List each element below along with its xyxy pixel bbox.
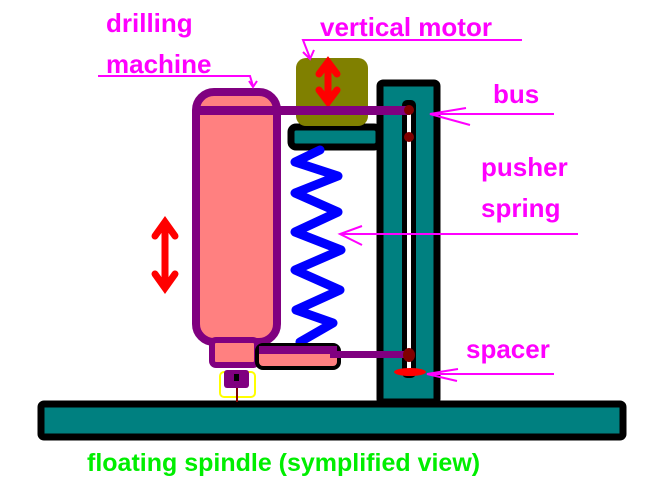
lower-pivot bbox=[403, 348, 415, 362]
drilling-machine-label-line1: drilling bbox=[106, 8, 193, 38]
drilling-machine-leader-arrow-icon bbox=[248, 80, 258, 89]
upper-pivot bbox=[404, 105, 414, 115]
spring-top-plate bbox=[287, 123, 383, 151]
motor-double-arrow-icon bbox=[315, 56, 341, 108]
spring-base-arm-border bbox=[259, 346, 337, 354]
vertical-motor-leader-arrow-icon bbox=[302, 49, 315, 61]
drill-chuck-window bbox=[234, 374, 239, 381]
pusher-spring-label-line2: spring bbox=[481, 193, 560, 223]
spacer-label: spacer bbox=[466, 334, 550, 364]
column-slot-guide bbox=[407, 108, 411, 370]
lower-bus-arm bbox=[330, 351, 410, 358]
spindle-nose bbox=[209, 337, 260, 368]
drilling-machine-body bbox=[192, 88, 281, 346]
spacer bbox=[394, 368, 426, 376]
pusher-spring-leader-arrow-icon bbox=[337, 225, 363, 246]
vertical-motor-label: vertical motor bbox=[320, 12, 492, 42]
diagram-title: floating spindle (symplified view) bbox=[87, 449, 480, 477]
machine-double-arrow-icon bbox=[151, 215, 179, 295]
bus-label: bus bbox=[493, 79, 539, 109]
base-plate bbox=[37, 400, 627, 441]
leader-lines bbox=[98, 39, 578, 382]
pusher-spring bbox=[290, 145, 346, 347]
upper-bus-arm bbox=[196, 106, 410, 115]
drilling-machine-leader bbox=[98, 75, 254, 87]
middle-pivot bbox=[404, 132, 414, 142]
bus-leader-arrow-icon bbox=[429, 107, 471, 126]
drilling-machine-label-line2: machine bbox=[106, 49, 212, 79]
pusher-spring-label-line1: pusher bbox=[481, 152, 568, 182]
spacer-leader-arrow-icon bbox=[426, 368, 459, 382]
vertical-motor-leader bbox=[301, 39, 522, 59]
